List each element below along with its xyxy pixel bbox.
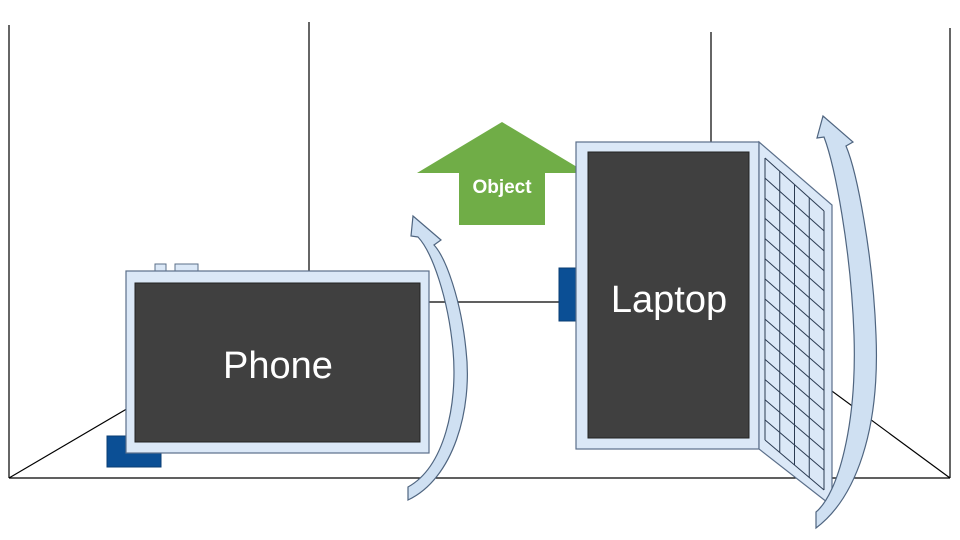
- keyboard-grid-horizontal-line: [764, 278, 825, 331]
- laptop-side-block: [558, 267, 578, 322]
- object-arrow-shape: [417, 122, 587, 225]
- keyboard-grid-horizontal-line: [764, 258, 825, 312]
- phone-rotation-arrow: [407, 214, 468, 501]
- keyboard-grid-horizontal-line: [764, 439, 825, 491]
- object-label: Object: [472, 177, 532, 198]
- laptop-rotation-arrow: [815, 114, 878, 530]
- keyboard-grid-horizontal-line: [764, 197, 825, 252]
- keyboard-grid-horizontal-line: [764, 379, 825, 431]
- keyboard-grid-horizontal-line: [764, 238, 825, 292]
- phone-device: Phone: [106, 263, 430, 468]
- keyboard-grid-horizontal-line: [764, 318, 825, 371]
- object-arrow: Object: [417, 122, 587, 225]
- keyboard-grid-horizontal-line: [764, 338, 825, 391]
- keyboard-grid-horizontal-line: [764, 218, 825, 272]
- keyboard-grid-horizontal-line: [764, 419, 825, 471]
- laptop-keyboard-grid: [764, 157, 825, 491]
- laptop-label: Laptop: [611, 279, 727, 321]
- keyboard-grid-horizontal-line: [764, 298, 825, 351]
- phone-label: Phone: [223, 345, 333, 387]
- keyboard-grid-horizontal-line: [764, 399, 825, 451]
- laptop-screen: [587, 151, 750, 439]
- phone-screen: [134, 282, 421, 443]
- keyboard-grid-horizontal-line: [764, 359, 825, 411]
- keyboard-grid-horizontal-line: [764, 157, 825, 212]
- laptop-device: Laptop: [558, 140, 833, 508]
- keyboard-grid-horizontal-line: [764, 177, 825, 232]
